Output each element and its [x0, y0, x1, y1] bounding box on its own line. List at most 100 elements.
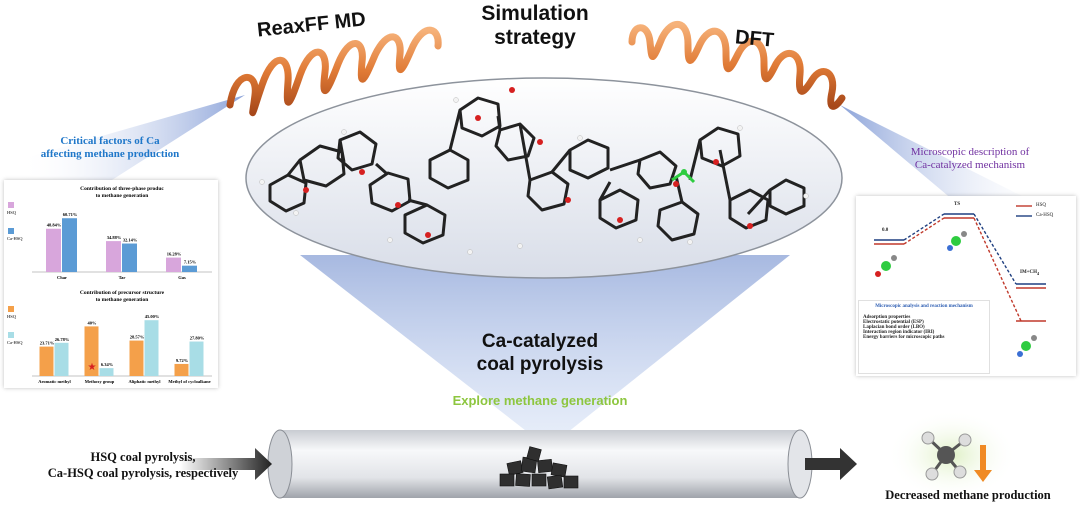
energy-profile-lines	[874, 205, 1046, 322]
coal-sample	[499, 446, 579, 490]
im-label: IM+CH4	[1020, 270, 1039, 276]
analysis-item: Laplacian bond order (LBO)	[863, 325, 925, 330]
center-line1: Ca-catalyzed	[481, 331, 599, 352]
data-label: 23.71%	[40, 341, 55, 346]
data-label: 26.78%	[55, 337, 70, 342]
strategy-label: strategy	[494, 26, 576, 49]
input-arrow	[180, 448, 272, 480]
bar	[46, 228, 61, 272]
hydrogen-atoms	[259, 97, 809, 255]
center-line2: coal pyrolysis	[476, 354, 604, 375]
legend-swatch	[8, 306, 14, 312]
bar	[174, 363, 189, 376]
legend-label: Ca-HSQ	[7, 340, 23, 345]
bar	[129, 340, 144, 376]
data-label: 16.28%	[167, 252, 182, 257]
bar	[122, 243, 137, 272]
legend-hsq: HSQ	[1036, 203, 1047, 208]
input-line2: Ca-HSQ coal pyrolysis, respectively	[47, 466, 239, 480]
bar	[144, 320, 159, 376]
simulation-label: Simulation	[481, 2, 589, 25]
data-label: 45.00%	[145, 314, 160, 319]
explore-label: Explore methane generation	[452, 393, 628, 408]
legend-swatch	[8, 228, 14, 234]
right-spring-helix	[628, 21, 846, 110]
analysis-box: Microscopic analysis and reaction mechan…	[858, 300, 990, 374]
zero-energy-label: 0.0	[882, 228, 889, 233]
legend-swatch	[8, 332, 14, 338]
output-arrow	[805, 448, 857, 480]
x-tick-label: Tar	[119, 275, 126, 280]
bar	[62, 218, 77, 272]
simulation-strategy-title: Simulation strategy	[470, 2, 600, 50]
methane-molecule-icon	[921, 431, 972, 481]
bar	[189, 341, 204, 376]
star-marker-icon: ★	[88, 362, 97, 373]
oxygen-atoms	[303, 87, 753, 238]
data-label: 27.80%	[190, 336, 205, 341]
data-label: 9.72%	[176, 358, 189, 363]
input-line1: HSQ coal pyrolysis,	[90, 450, 196, 464]
center-caption: Ca-catalyzed coal pyrolysis	[420, 330, 660, 376]
output-description: Decreased methane production	[885, 488, 1051, 502]
bar	[166, 257, 181, 272]
chart-title-line1: Contribution of three-phase produc	[80, 186, 164, 192]
input-description: HSQ coal pyrolysis, Ca-HSQ coal pyrolysi…	[8, 449, 278, 481]
data-label: 6.34%	[101, 362, 114, 367]
data-label: 48.84%	[47, 223, 62, 228]
data-label: 34.88%	[107, 235, 122, 240]
dft-title: DFT	[734, 26, 775, 52]
x-tick-label: Gas	[178, 275, 186, 280]
calcium-atom	[681, 169, 687, 175]
bar	[84, 326, 99, 376]
im-label-text: IM+CH	[1020, 270, 1038, 275]
chart-title-line1: Contribution of precursor structure	[80, 290, 165, 296]
data-label: 7.15%	[184, 260, 197, 265]
analysis-item: Energy barriers for microscopic paths	[863, 335, 945, 340]
legend-label: HSQ	[7, 314, 17, 319]
x-tick-label: Char	[57, 275, 67, 280]
analysis-title: Microscopic analysis and reaction mechan…	[875, 304, 973, 309]
data-label: 60.71%	[63, 212, 78, 217]
central-cone	[300, 255, 790, 448]
analysis-item: Adsorption properties	[863, 315, 911, 320]
right-mechanism-panel: 0.0 TS IM+CH4 HSQ Ca-HSQ Microscopic ana…	[856, 196, 1076, 376]
molecular-model-ellipse	[245, 77, 843, 279]
bar	[39, 346, 54, 376]
legend-label: HSQ	[7, 210, 17, 215]
im-label-subscript: 4	[1037, 271, 1040, 276]
bar	[54, 342, 69, 376]
x-tick-label: Aromatic methyl	[38, 379, 71, 384]
right-heading-line2: Ca-catalyzed mechanism	[914, 159, 1026, 171]
chart-title-line2: to methane generation	[96, 297, 149, 303]
chart-title-line2: to methane generation	[96, 193, 149, 199]
bar	[182, 265, 197, 272]
legend-ca-hsq: Ca-HSQ	[1036, 213, 1054, 218]
bar	[106, 241, 121, 272]
left-heading-line1: Critical factors of Ca	[60, 135, 160, 147]
right-panel-heading: Microscopic description of Ca-catalyzed …	[860, 146, 1080, 172]
x-tick-label: Aliphatic methyl	[128, 379, 161, 384]
legend-swatch	[8, 202, 14, 208]
left-panel-heading: Critical factors of Ca affecting methane…	[10, 135, 210, 161]
analysis-item: Electrostatic potential (ESP)	[863, 320, 924, 325]
analysis-item: Interaction region indicator (IRI)	[863, 330, 935, 335]
legend-label: Ca-HSQ	[7, 236, 23, 241]
x-tick-label: Methyl of cycloalkane	[168, 379, 210, 384]
x-tick-label: Methoxy group	[85, 379, 115, 384]
data-label: 32.14%	[123, 238, 138, 243]
bar	[99, 368, 114, 376]
left-heading-line2: affecting methane production	[40, 148, 180, 160]
molecular-snapshots	[875, 231, 1037, 357]
right-heading-line1: Microscopic description of	[910, 146, 1030, 158]
ts-label: TS	[954, 202, 961, 207]
analysis-list: Adsorption properties Electrostatic pote…	[859, 315, 989, 340]
data-label: 28.57%	[130, 335, 145, 340]
decrease-arrow-icon	[974, 445, 992, 482]
left-spring-helix	[226, 26, 442, 117]
coal-molecule-model	[268, 96, 806, 245]
